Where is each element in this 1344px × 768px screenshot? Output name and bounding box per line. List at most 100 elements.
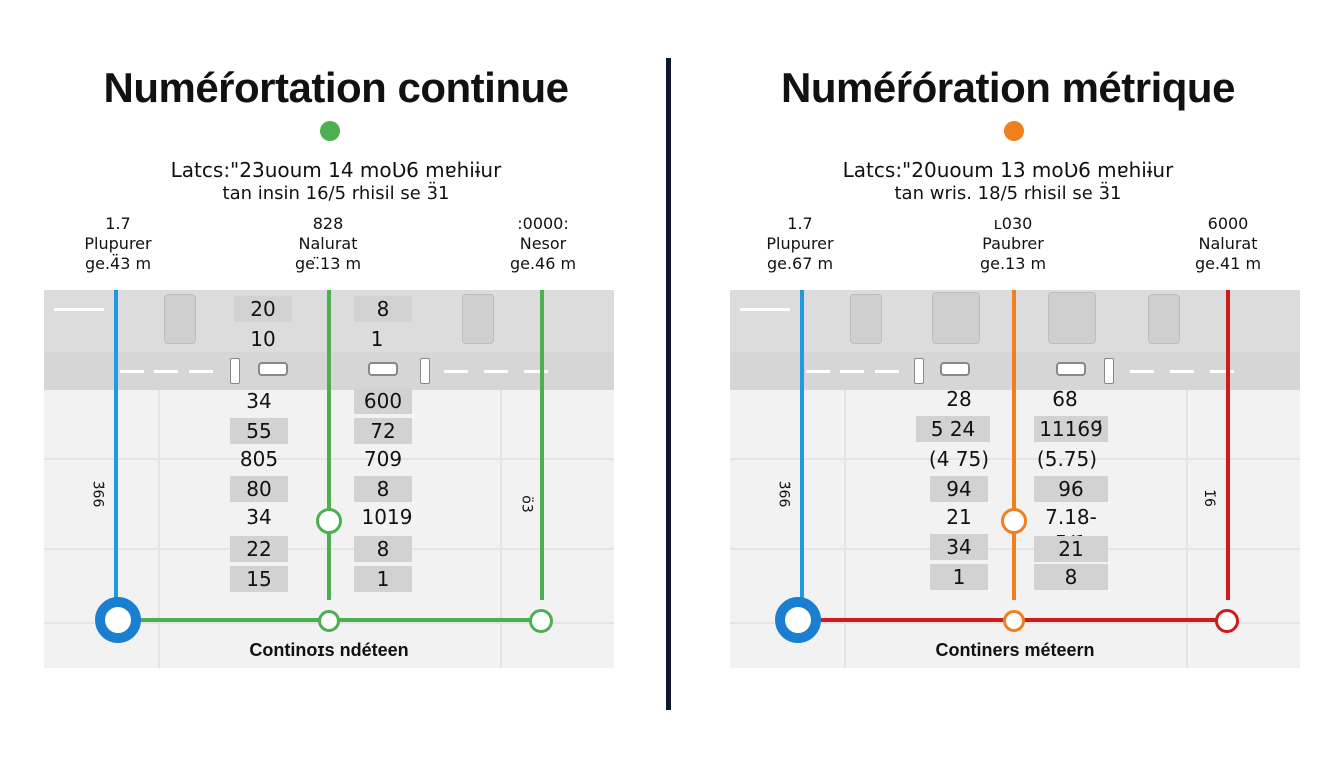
number-cell: (4 75) bbox=[928, 447, 990, 471]
number-cell: 34 bbox=[246, 505, 272, 529]
column-label-3: 6000 Nalurat ge.41 m bbox=[1168, 214, 1288, 274]
route-node-green bbox=[318, 610, 340, 632]
number-cell: 805 bbox=[239, 447, 279, 471]
label-value: 1.7 bbox=[787, 214, 813, 233]
road-dash bbox=[1170, 370, 1194, 373]
number-cell: 80 bbox=[230, 476, 288, 502]
route-line-green bbox=[327, 290, 331, 600]
label-value: ʟ030 bbox=[993, 214, 1033, 233]
label-name: Nalurat bbox=[1198, 234, 1258, 253]
number-cell: 8 bbox=[354, 476, 412, 502]
number-cell: 72 bbox=[354, 418, 412, 444]
number-cell: 28 bbox=[946, 387, 972, 411]
number-cell: 8 bbox=[354, 296, 412, 322]
label-distance: ge.13 m bbox=[979, 254, 1047, 273]
number-cell: 1 bbox=[930, 564, 988, 590]
road-dash bbox=[189, 370, 213, 373]
label-distance: ge.4̈3 m bbox=[84, 254, 152, 273]
number-cell: 21 bbox=[946, 505, 972, 529]
number-cell: 21 bbox=[1034, 536, 1108, 562]
road-dash bbox=[54, 308, 104, 311]
label-value: 6000 bbox=[1207, 214, 1249, 233]
legend-dot-orange bbox=[1004, 121, 1024, 141]
building bbox=[1048, 292, 1096, 344]
column-label-1: 1.7 Plupurer ge.67 m bbox=[740, 214, 860, 274]
road-dash bbox=[444, 370, 468, 373]
side-number: 3̈66 bbox=[775, 480, 792, 508]
side-number: 1̈6 bbox=[1200, 489, 1217, 507]
road-dash bbox=[840, 370, 864, 373]
number-cell: 96 bbox=[1034, 476, 1108, 502]
label-name: Paubrer bbox=[982, 234, 1044, 253]
label-value: 1.7 bbox=[105, 214, 131, 233]
building bbox=[164, 294, 196, 344]
number-cell: 22 bbox=[230, 536, 288, 562]
number-cell: 20 bbox=[234, 296, 292, 322]
building bbox=[462, 294, 494, 344]
label-distance: ge.67 m bbox=[766, 254, 834, 273]
number-cell: 709 bbox=[363, 447, 403, 471]
number-cell: 94 bbox=[930, 476, 988, 502]
road-dash bbox=[524, 370, 548, 373]
route-node-green bbox=[316, 508, 342, 534]
road-dash bbox=[484, 370, 508, 373]
number-cell: 34 bbox=[246, 389, 272, 413]
number-cell: 1019 bbox=[361, 505, 413, 529]
label-distance: ge.41 m bbox=[1194, 254, 1262, 273]
column-label-2: ʟ030 Paubrer ge.13 m bbox=[953, 214, 1073, 274]
route-start-node-blue bbox=[775, 597, 821, 643]
building bbox=[932, 292, 980, 344]
number-cell: 600 bbox=[354, 388, 412, 414]
number-cell: 7.18-5/1 bbox=[1045, 505, 1097, 555]
building bbox=[1148, 294, 1180, 344]
column-label-2: 828 Nalurat ge.̈13 m bbox=[268, 214, 388, 274]
route-node-red bbox=[1215, 609, 1239, 633]
road-dash bbox=[806, 370, 830, 373]
label-name: Nesor bbox=[519, 234, 567, 253]
side-number: 3̈66 bbox=[89, 480, 106, 508]
grid-line bbox=[844, 390, 846, 668]
number-cell: 1 bbox=[354, 566, 412, 592]
street-post bbox=[230, 358, 240, 384]
label-name: Plupurer bbox=[766, 234, 834, 253]
panel-title: Numéŕóration métrique bbox=[781, 64, 1235, 111]
number-cell: 15 bbox=[230, 566, 288, 592]
label-distance: ge.̈13 m bbox=[294, 254, 362, 273]
road-dash bbox=[875, 370, 899, 373]
route-line-green bbox=[540, 290, 544, 600]
number-cell: 8 bbox=[1034, 564, 1108, 590]
label-distance: ge.46 m bbox=[509, 254, 577, 273]
map-caption: Continers méteern bbox=[935, 640, 1095, 660]
road-dash bbox=[154, 370, 178, 373]
vehicle bbox=[940, 362, 970, 376]
route-node-green bbox=[529, 609, 553, 633]
route-line-blue bbox=[800, 290, 804, 600]
label-name: Nalurat bbox=[298, 234, 358, 253]
building bbox=[850, 294, 882, 344]
left-panel: Numéŕortation continue Latcs:"23uoum 14 … bbox=[44, 64, 614, 668]
label-value: 828 bbox=[312, 214, 344, 233]
side-number: ö3 bbox=[518, 495, 535, 513]
subtitle-line-2: tan insin 16/5 rhisil se 3̈1 bbox=[222, 183, 450, 204]
vehicle bbox=[258, 362, 288, 376]
legend-dot-green bbox=[320, 121, 340, 141]
label-value: :0000: bbox=[517, 214, 569, 233]
road-dash bbox=[740, 308, 790, 311]
number-cell: (5.75) bbox=[1036, 447, 1098, 471]
map-caption: Continoɪs ndéteen bbox=[249, 640, 409, 660]
street-post bbox=[914, 358, 924, 384]
subtitle-line-1: Latcs:"23uoum 14 moƲ6 mɐhiɨur bbox=[170, 158, 502, 182]
number-cell: 55 bbox=[230, 418, 288, 444]
route-line-red bbox=[1226, 290, 1230, 600]
column-label-1: 1.7 Plupurer ge.4̈3 m bbox=[58, 214, 178, 274]
road-dash bbox=[120, 370, 144, 373]
grid-line bbox=[1186, 390, 1188, 668]
street-map: 20 10 34 55 805 80 34 22 15 8 1 600 72 7… bbox=[44, 290, 614, 668]
subtitle-line-2: tan wris. 18/5 rhisil se 3̈1 bbox=[894, 183, 1122, 204]
panel-title: Numéŕortation continue bbox=[103, 64, 569, 111]
street-map: 28 5 24 (4 75) 94 21 34 1 68 11169̈ (5.7… bbox=[730, 290, 1300, 668]
street-post bbox=[420, 358, 430, 384]
panel-divider bbox=[666, 58, 671, 710]
number-cell: 68 bbox=[1052, 387, 1078, 411]
route-line-orange bbox=[1012, 290, 1016, 600]
